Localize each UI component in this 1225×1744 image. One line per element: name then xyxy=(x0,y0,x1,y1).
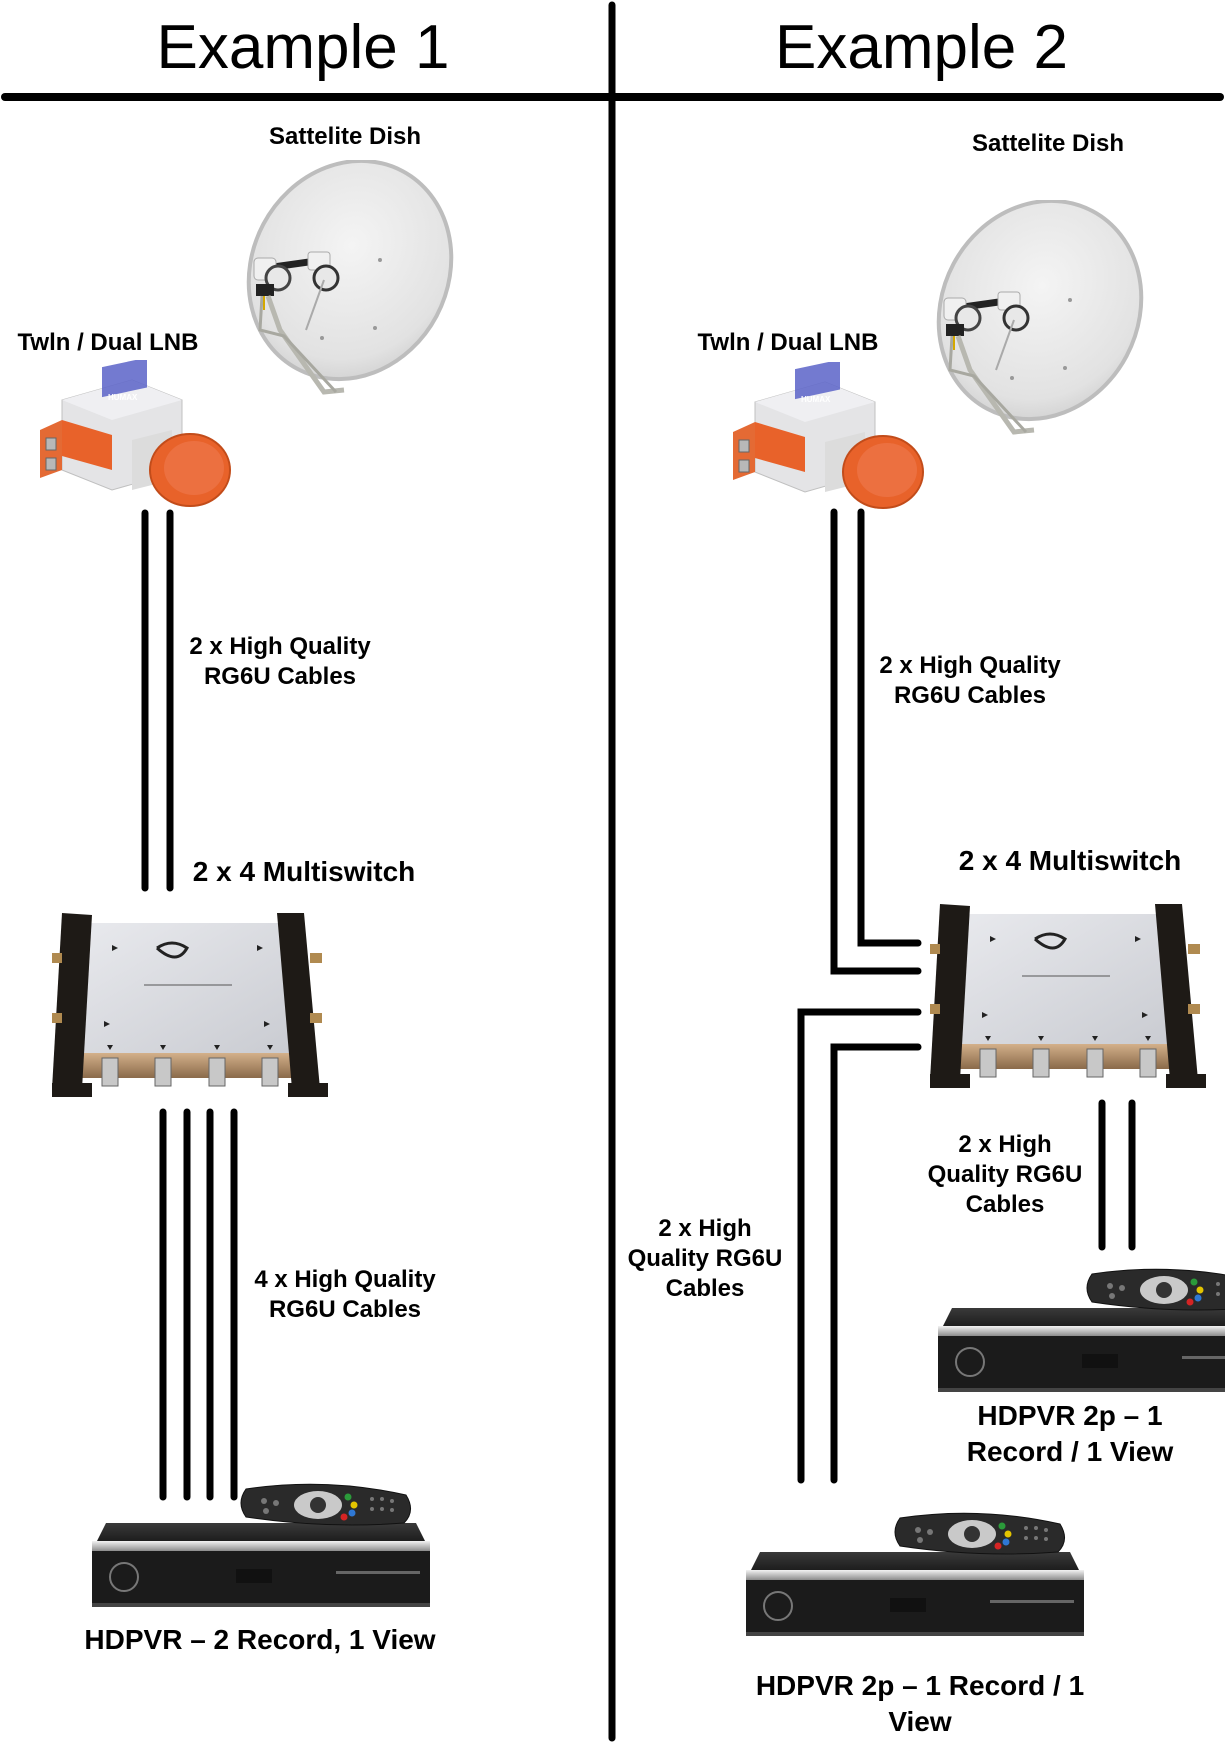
cable xyxy=(830,508,922,975)
ex1-multiswitch-icon xyxy=(52,911,330,1099)
decoder-label-line: HDPVR 2p – 1 Record / 1 xyxy=(755,1670,1085,1701)
ex1-dish-label: Sattelite Dish xyxy=(268,123,422,150)
ex1-decoder-label: HDPVR – 2 Record, 1 View xyxy=(84,1624,436,1655)
example-2-title: Example 2 xyxy=(775,13,1068,82)
ex2-decoder-b-label: HDPVR 2p – 1 Record / 1 View xyxy=(700,1668,1140,1740)
ex2-decoder-a-cables xyxy=(1098,1099,1136,1251)
ex2-lnb-cables xyxy=(830,508,922,975)
decoder-label-line: HDPVR 2p – 1 xyxy=(977,1400,1163,1431)
decoder-label-line: View xyxy=(888,1706,952,1737)
ex1-twin-lnb-icon xyxy=(39,360,231,507)
cable-label-line: 2 x High xyxy=(958,1131,1052,1158)
ex2-decoder-a-cable-label: 2 x High Quality RG6U Cables xyxy=(900,1130,1110,1220)
cable xyxy=(857,508,922,947)
ex2-lnb-cable-label: 2 x High Quality RG6U Cables xyxy=(870,651,1070,711)
ex2-hdpvr-decoder-a-icon xyxy=(937,1268,1225,1393)
ex1-multiswitch-label: 2 x 4 Multiswitch xyxy=(192,856,416,887)
cable-label-line: Cables xyxy=(965,1191,1045,1218)
cable-label-line: RG6U Cables xyxy=(268,1296,422,1323)
ex2-hdpvr-decoder-b-icon xyxy=(745,1512,1085,1637)
ex2-multiswitch-icon xyxy=(930,902,1208,1090)
ex2-dish-label: Sattelite Dish xyxy=(971,130,1125,157)
cable xyxy=(830,1043,922,1484)
cable-label-line: RG6U Cables xyxy=(893,682,1047,709)
example-1-title: Example 1 xyxy=(156,13,450,82)
cable xyxy=(797,1008,922,1484)
cable-label-line: 2 x High Quality xyxy=(189,633,371,660)
cable-label-line: 2 x High xyxy=(658,1215,752,1242)
ex2-twin-lnb-icon xyxy=(732,362,924,509)
ex2-lnb-label: Twln / Dual LNB xyxy=(697,329,879,356)
cable-label-line: Quality RG6U xyxy=(627,1245,783,1272)
cable-label-line: 4 x High Quality xyxy=(254,1266,436,1293)
ex1-lnb-cable-label: 2 x High Quality RG6U Cables xyxy=(180,632,380,692)
ex1-decoder-cable-label: 4 x High Quality RG6U Cables xyxy=(245,1265,445,1325)
ex1-lnb-label: Twln / Dual LNB xyxy=(17,329,199,356)
ex2-decoder-b-cables xyxy=(797,1008,922,1484)
cable-label-line: RG6U Cables xyxy=(203,663,357,690)
ex2-satellite-dish-icon xyxy=(930,200,1160,460)
ex2-decoder-a-label: HDPVR 2p – 1 Record / 1 View xyxy=(920,1398,1220,1470)
cable-label-line: 2 x High Quality xyxy=(879,652,1061,679)
ex1-lnb-cables xyxy=(141,509,174,892)
ex2-decoder-b-cable-label: 2 x High Quality RG6U Cables xyxy=(600,1214,810,1304)
ex1-hdpvr-decoder-icon xyxy=(91,1483,431,1608)
ex1-satellite-dish-icon xyxy=(240,160,470,420)
ex1-decoder-cables xyxy=(159,1108,238,1501)
ex2-multiswitch-label: 2 x 4 Multiswitch xyxy=(958,845,1182,876)
cable-label-line: Cables xyxy=(665,1275,745,1302)
cable-label-line: Quality RG6U xyxy=(927,1161,1083,1188)
decoder-label-line: Record / 1 View xyxy=(966,1436,1174,1467)
